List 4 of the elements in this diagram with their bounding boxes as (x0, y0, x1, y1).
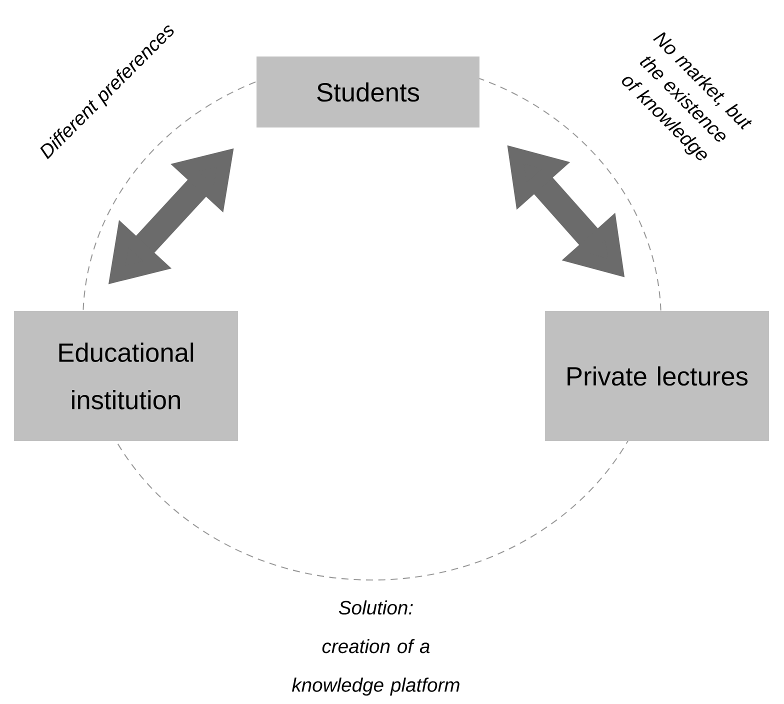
process-box: Educational institution (14, 311, 238, 441)
process-box: Private lectures (545, 311, 769, 441)
note-text: Solution: creation of a knowledge platform (292, 600, 460, 696)
process-box: Students (256, 56, 480, 128)
